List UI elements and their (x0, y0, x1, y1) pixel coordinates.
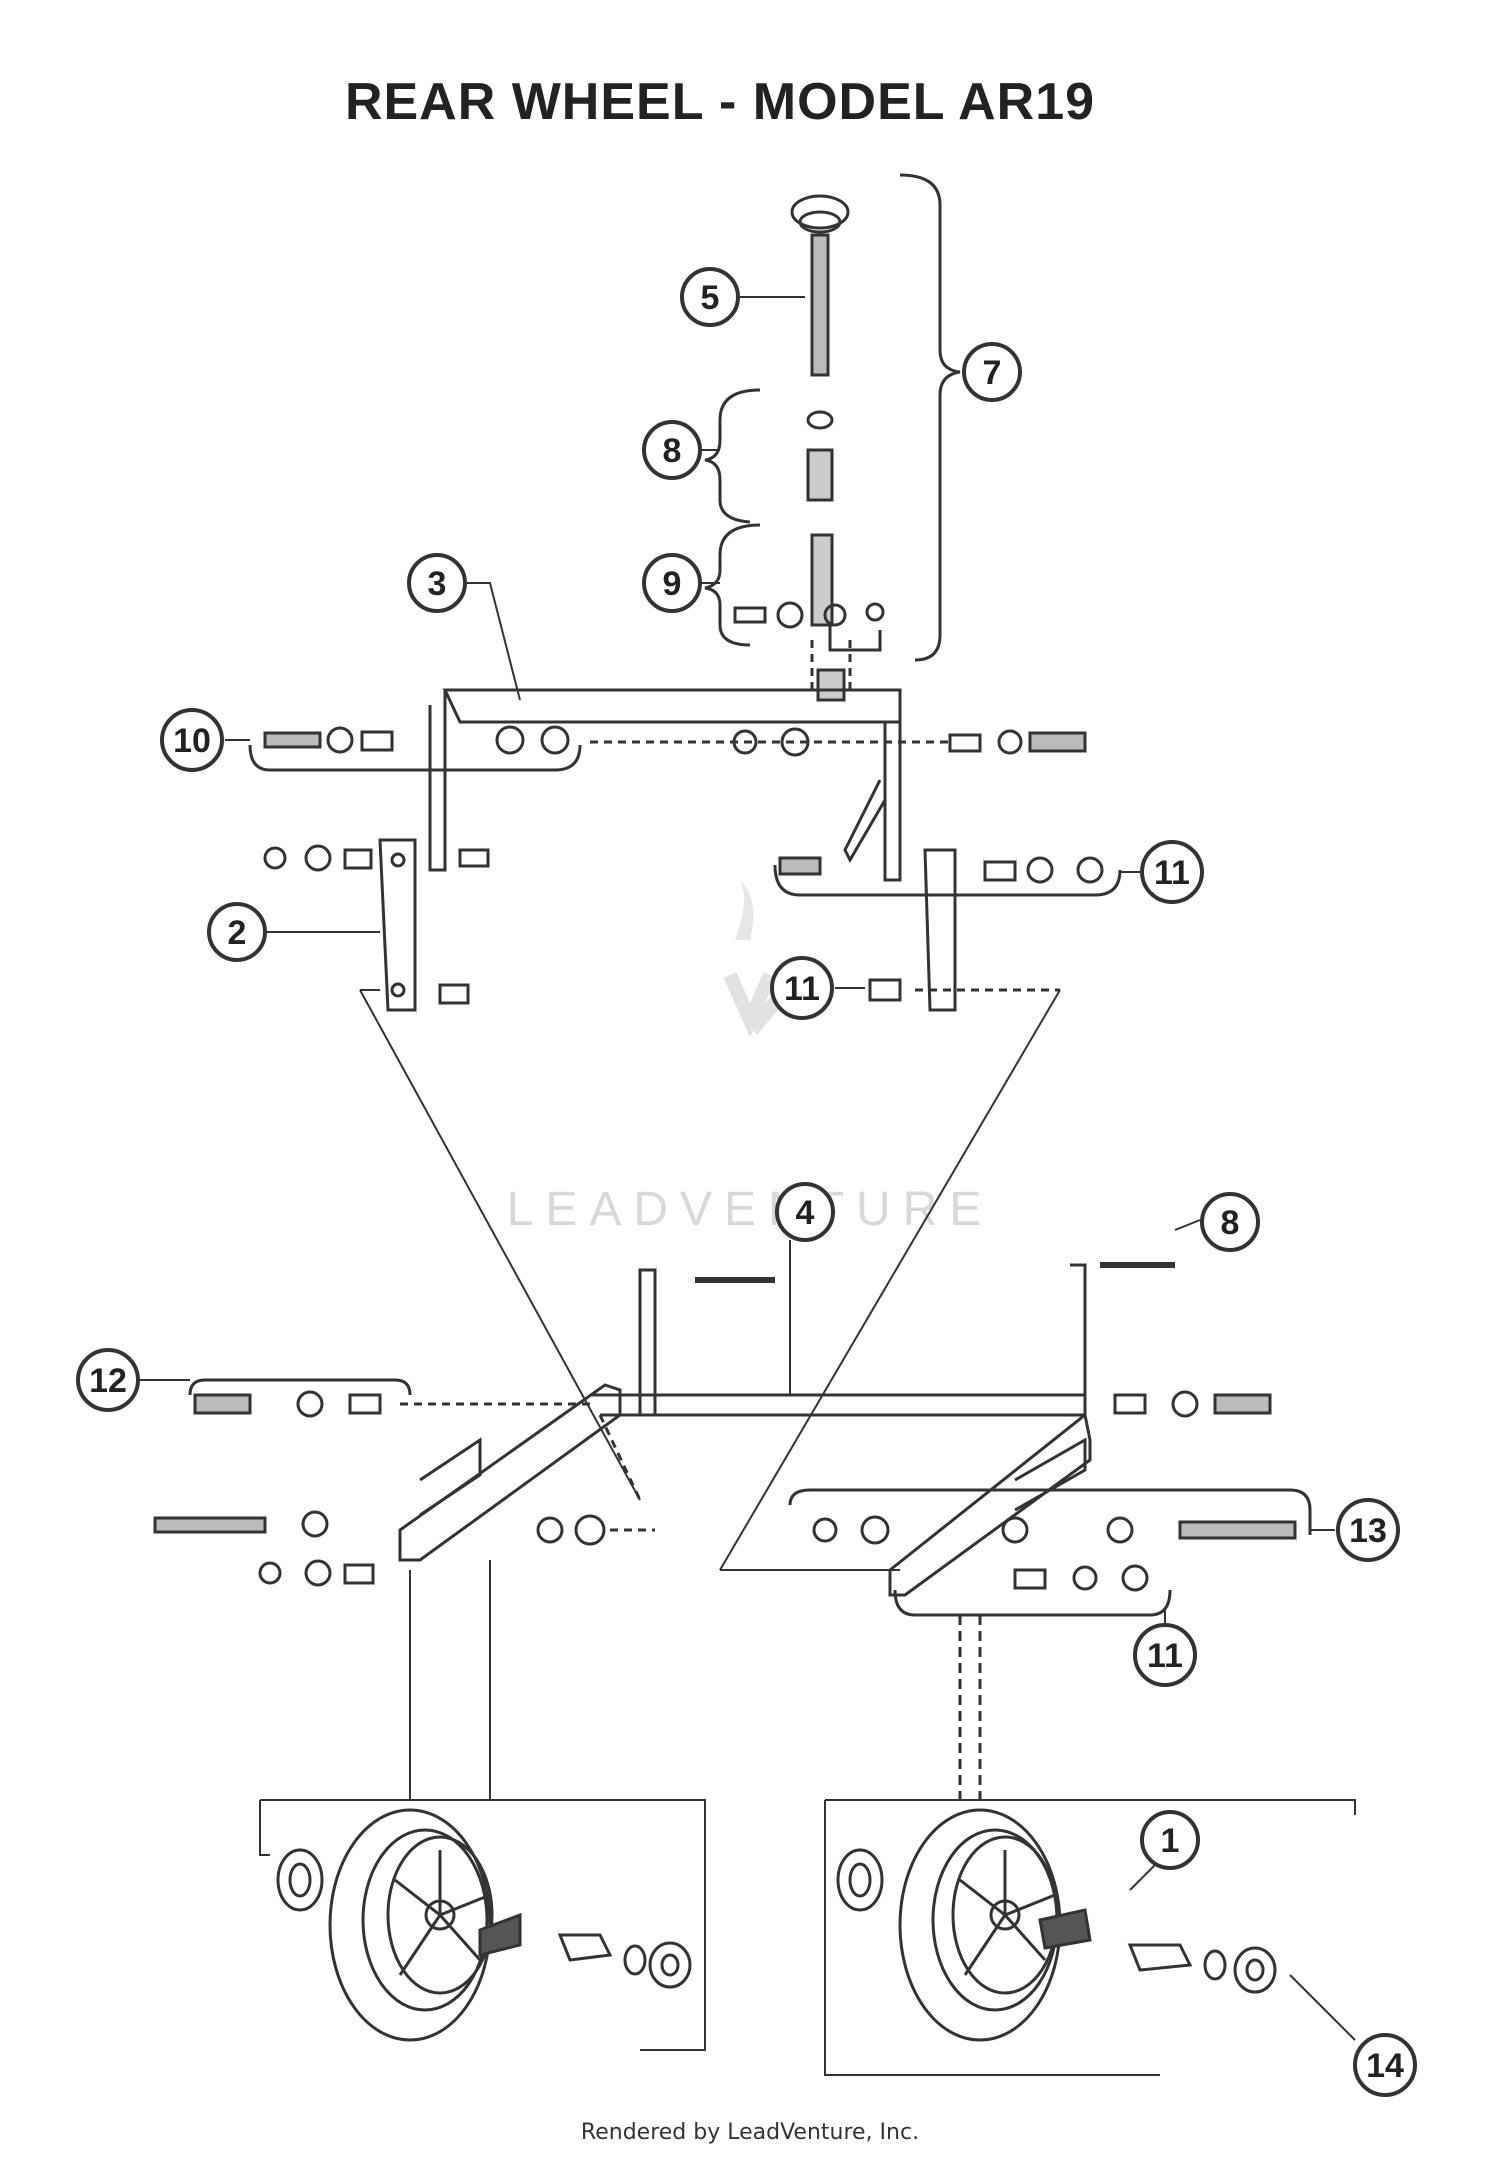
callout-2: 2 (207, 902, 267, 962)
left-wheel-assembly (259, 1799, 706, 2051)
callout-10: 10 (160, 708, 224, 772)
part-4-axle-frame (590, 1263, 1087, 1417)
callout-5: 5 (680, 267, 740, 327)
svg-text:8: 8 (663, 432, 682, 470)
exploded-parts-diagram: LEADVENTURE (76, 173, 1417, 2097)
svg-text:13: 13 (1349, 1512, 1387, 1550)
svg-text:10: 10 (173, 722, 211, 760)
part-drawing (140, 173, 1356, 2076)
part-5-knob-rod (790, 194, 850, 377)
callout-1: 1 (1140, 1810, 1200, 1870)
callout-11-middle: 11 (770, 956, 834, 1020)
callout-9: 9 (642, 553, 702, 613)
callout-7: 7 (962, 342, 1022, 402)
callouts: 5 7 8 9 3 10 11 2 (76, 267, 1417, 2097)
svg-text:14: 14 (1366, 2047, 1404, 2085)
callout-11-upper-right: 11 (1140, 840, 1204, 904)
svg-text:11: 11 (1147, 1637, 1183, 1675)
svg-text:1: 1 (1161, 1822, 1180, 1860)
watermark-text: LEADVENTURE (507, 1183, 994, 1236)
callout-8-lower: 8 (1200, 1192, 1260, 1252)
callout-11-lower: 11 (1133, 1623, 1197, 1687)
svg-text:12: 12 (89, 1362, 127, 1400)
svg-text:3: 3 (428, 565, 447, 603)
callout-3: 3 (407, 553, 467, 613)
callout-4: 4 (775, 1182, 835, 1242)
callout-13: 13 (1336, 1498, 1400, 1562)
svg-text:4: 4 (796, 1194, 815, 1232)
part-2-side-plate (378, 838, 417, 1012)
watermark: LEADVENTURE (507, 880, 994, 1236)
svg-text:5: 5 (701, 279, 720, 317)
svg-text:8: 8 (1221, 1204, 1240, 1242)
callout-14: 14 (1353, 2033, 1417, 2097)
svg-text:9: 9 (663, 565, 682, 603)
diagram-title: REAR WHEEL - MODEL AR19 (344, 73, 1096, 131)
svg-text:2: 2 (228, 914, 247, 952)
right-wheel-assembly (824, 1799, 1356, 2076)
svg-text:11: 11 (784, 970, 820, 1008)
svg-text:11: 11 (1154, 854, 1190, 892)
part-3-cross-bracket (428, 688, 902, 882)
callout-12: 12 (76, 1348, 140, 1412)
callout-8-upper: 8 (642, 420, 702, 480)
svg-text:7: 7 (983, 354, 1002, 392)
footer-credit: Rendered by LeadVenture, Inc. (580, 2120, 920, 2145)
